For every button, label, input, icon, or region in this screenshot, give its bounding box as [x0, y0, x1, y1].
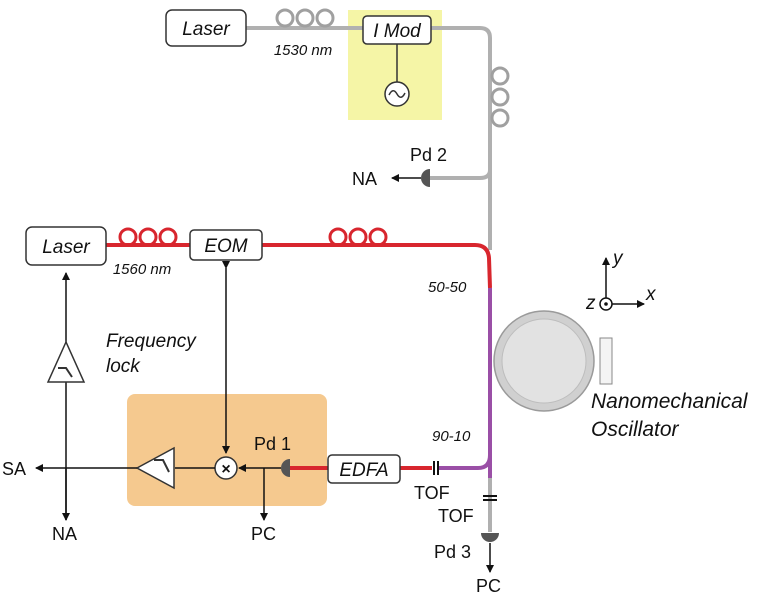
na-bottom-label: NA: [52, 524, 77, 544]
sine-wave-icon: [388, 90, 406, 98]
oscillator-label-1: Nanomechanical: [591, 390, 749, 413]
tof1-label: TOF: [414, 483, 450, 503]
frequency-lock-label-2: lock: [106, 356, 141, 377]
laser-1560-box: [25, 226, 107, 266]
coupler-9010-label: 90-10: [432, 428, 471, 445]
laser-1530-box: [165, 9, 247, 47]
lowpass-amplifier-icon: [135, 446, 175, 490]
pc-pd3-label: PC: [476, 576, 501, 596]
pd3-label: Pd 3: [434, 542, 471, 562]
combined-fiber-purple: [438, 288, 492, 478]
nanomechanical-oscillator-beam: [599, 337, 613, 385]
microdisk-inner: [501, 318, 587, 404]
fiber-coil-red-2: [328, 227, 388, 247]
edfa-box: [327, 454, 401, 484]
pd1-label: Pd 1: [254, 434, 291, 454]
tof-filter-vertical: [483, 495, 497, 501]
oscillator-label-2: Oscillator: [591, 418, 680, 441]
na-top-label: NA: [352, 169, 377, 189]
frequency-lock-label-1: Frequency: [106, 331, 197, 352]
tof2-label: TOF: [438, 506, 474, 526]
pd1-detector-icon: [281, 459, 290, 477]
axis-x-label: x: [645, 284, 657, 305]
fiber-coil-top: [275, 8, 335, 28]
wavelength-1560-label: 1560 nm: [113, 261, 171, 278]
eom-box: [189, 229, 263, 261]
imod-label: I Mod: [373, 21, 422, 42]
edfa-label: EDFA: [339, 460, 388, 481]
fiber-coil-red-1: [118, 227, 178, 247]
pd2-detector-icon: [421, 169, 430, 187]
laser-1560-label: Laser: [42, 237, 90, 258]
axis-z-label: z: [585, 293, 596, 314]
lock-electronics-box: [127, 394, 327, 506]
probe-fiber-gray: [235, 26, 492, 532]
pd2-label: Pd 2: [410, 145, 447, 165]
laser-1530-label: Laser: [182, 19, 230, 40]
wavelength-1530-label: 1530 nm: [274, 42, 332, 59]
z-axis-dot: [604, 302, 608, 306]
pc-pd1-label: PC: [251, 524, 276, 544]
mixer-x-symbol: ×: [221, 461, 230, 478]
lowpass-filter-symbol: [154, 459, 170, 473]
fiber-coil-vertical: [490, 66, 510, 128]
pd3-detector-icon: [481, 533, 499, 542]
sa-label: SA: [2, 459, 26, 479]
left-amplifier-icon: [46, 340, 86, 383]
tof-filter-horizontal: [433, 461, 439, 475]
coupler-5050-label: 50-50: [428, 279, 467, 296]
axis-y-label: y: [611, 248, 624, 269]
left-filter-symbol: [58, 367, 73, 378]
eom-label: EOM: [204, 236, 247, 257]
